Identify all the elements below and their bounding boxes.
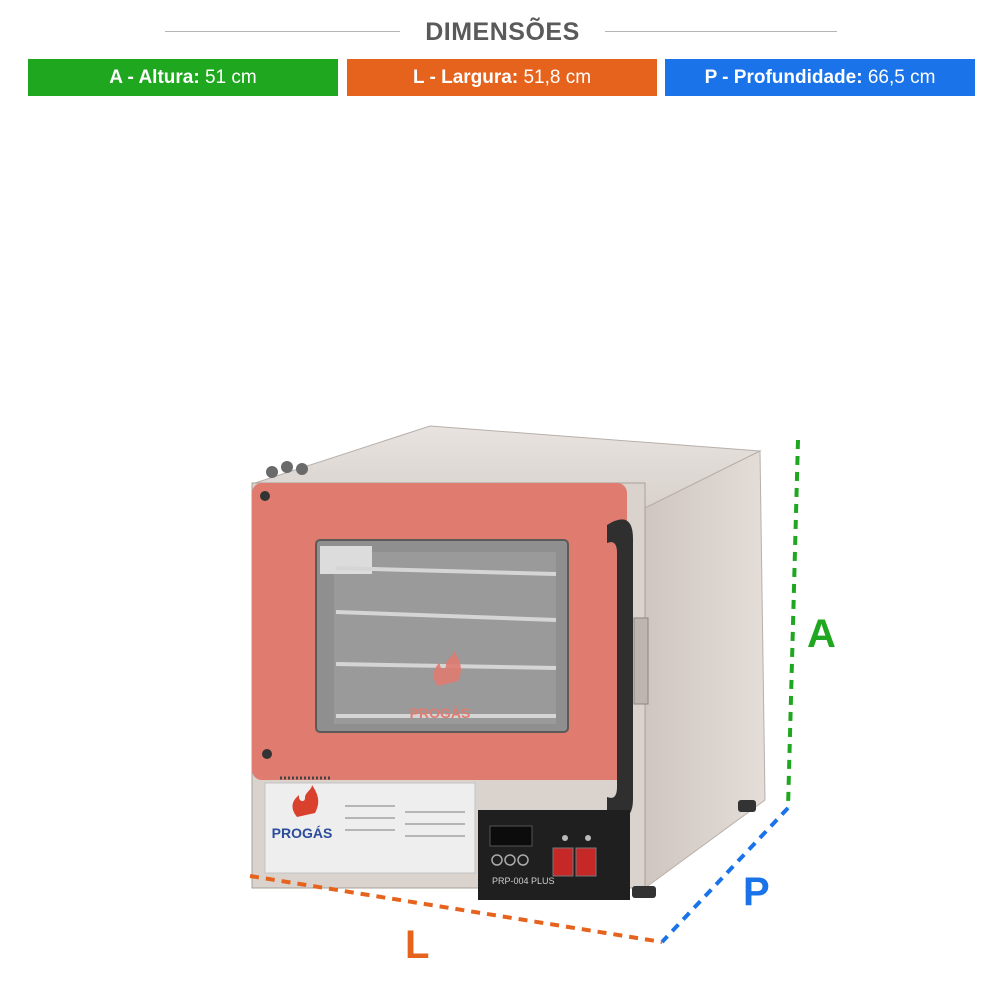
height-key: A - Altura:	[109, 67, 200, 88]
light-bulb-icon	[562, 835, 568, 841]
width-guide-line	[249, 874, 663, 944]
depth-marker: P	[743, 870, 770, 914]
latch	[633, 617, 649, 705]
window-brand: PROGÁS	[410, 705, 471, 721]
power-icon	[585, 835, 591, 841]
depth-value: 66,5 cm	[867, 67, 936, 88]
depth-badge: P - Profundidade: 66,5 cm	[665, 59, 975, 96]
oven-foot	[738, 800, 756, 812]
temperature-display	[489, 825, 533, 847]
door-screw-icon	[262, 749, 272, 759]
power-switch	[575, 847, 597, 877]
panel-brand: PROGÁS	[272, 825, 333, 841]
header-divider-right	[605, 31, 837, 32]
door-screw-icon	[260, 491, 270, 501]
oven-cavity	[334, 552, 556, 724]
depth-key: P - Profundidade:	[704, 67, 863, 88]
flame-logo-icon	[433, 651, 461, 686]
header-divider-left	[165, 31, 400, 32]
dimensions-header: DIMENSÕES	[0, 14, 1000, 50]
control-buttons	[491, 854, 529, 866]
height-value: 51 cm	[204, 67, 257, 88]
info-panel	[264, 782, 476, 874]
panel-flame-logo-icon	[292, 785, 319, 817]
dimensions-title: DIMENSÕES	[425, 18, 580, 46]
panel-text-lines	[345, 805, 465, 837]
width-badge: L - Largura: 51,8 cm	[347, 59, 657, 96]
model-label: PRP-004 PLUS	[492, 876, 555, 886]
width-key: L - Largura:	[412, 67, 519, 88]
hinge-icon	[266, 461, 308, 478]
height-marker: A	[807, 612, 836, 656]
light-switch	[552, 847, 574, 877]
height-guide-line	[786, 439, 800, 809]
width-value: 51,8 cm	[523, 67, 592, 88]
oven-foot	[632, 886, 656, 898]
height-badge: A - Altura: 51 cm	[28, 59, 338, 96]
width-marker: L	[405, 923, 430, 967]
door-handle	[607, 519, 633, 818]
oven-side-face	[644, 450, 766, 889]
